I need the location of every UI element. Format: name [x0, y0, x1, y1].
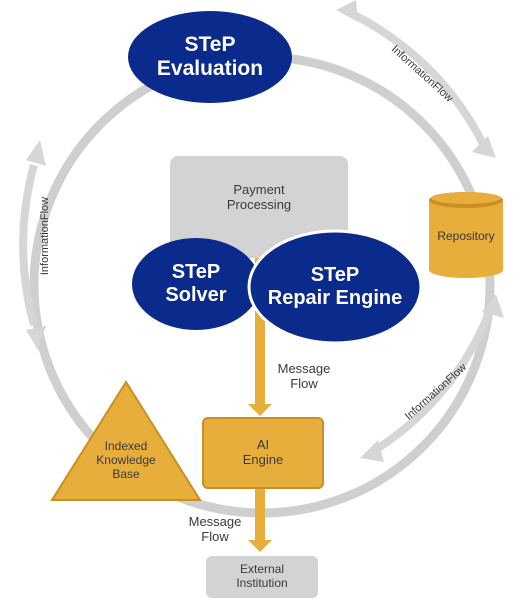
external-institution-label: External Institution — [206, 558, 318, 596]
info-flow-arrow-top-right — [346, 8, 489, 150]
message-flow-shaft-1 — [255, 258, 265, 406]
step-evaluation-label: STeP Evaluation — [128, 20, 292, 94]
step-repair-engine-line1: STeP — [310, 264, 360, 286]
step-solver-line1: STeP — [171, 261, 221, 283]
step-solver-label: STeP Solver — [132, 254, 260, 314]
ai-engine-box — [202, 417, 324, 489]
step-repair-engine-label: STeP Repair Engine — [252, 256, 418, 318]
ai-engine-label: AI Engine — [203, 428, 323, 478]
external-institution-line1: External — [239, 562, 285, 577]
message-flow-1-line1: Message — [277, 361, 331, 377]
step-evaluation-line2: Evaluation — [156, 57, 264, 80]
repository-label: Repository — [437, 229, 495, 244]
info-flow-arrowhead-br-1 — [482, 294, 504, 318]
knowledge-base-line2: Knowledge — [96, 453, 156, 468]
info-flow-arrow-left — [19, 163, 38, 327]
external-institution-box — [206, 556, 318, 598]
info-flow-arrowhead-left-2 — [26, 326, 46, 350]
message-flow-head-2 — [248, 540, 272, 552]
knowledge-base-line3: Base — [112, 466, 140, 481]
step-repair-engine-line2: Repair Engine — [267, 287, 403, 309]
message-flow-label-1: Message Flow — [266, 358, 342, 396]
message-flow-2-line1: Message — [188, 514, 242, 530]
payment-processing-box — [170, 156, 348, 258]
payment-processing-label: Payment Processing — [170, 176, 348, 220]
info-flow-arrowhead-br-2 — [360, 440, 384, 462]
step-repair-engine-ellipse — [247, 229, 423, 345]
repository-cylinder — [429, 192, 503, 278]
step-evaluation-line1: STeP — [184, 32, 236, 56]
external-institution-line2: Institution — [236, 576, 288, 590]
message-flow-label-2: Message Flow — [176, 512, 254, 548]
ai-engine-line2: Engine — [242, 452, 284, 467]
payment-processing-line1: Payment — [233, 182, 285, 198]
info-flow-arrowhead-left-1 — [26, 140, 46, 166]
message-flow-head-1 — [248, 404, 272, 416]
ai-engine-line1: AI — [256, 437, 270, 453]
step-solver-line2: Solver — [165, 284, 227, 306]
message-flow-2-line2: Flow — [201, 529, 229, 544]
payment-processing-line2: Processing — [226, 197, 292, 212]
info-flow-arrowhead-tr-2 — [472, 136, 496, 158]
step-evaluation-ellipse — [128, 11, 292, 103]
knowledge-base-triangle — [50, 380, 202, 501]
message-flow-1-line2: Flow — [290, 376, 318, 391]
knowledge-base-label: Indexed Knowledge Base — [84, 432, 168, 490]
info-flow-arrowhead-tr-1 — [336, 0, 358, 22]
message-flow-shaft-2 — [255, 488, 265, 542]
info-flow-arrow-bottom-right — [369, 303, 496, 456]
step-solver-ellipse — [132, 238, 260, 330]
info-flow-label-left: InformationFlow — [38, 196, 51, 276]
knowledge-base-line1: Indexed — [104, 439, 148, 454]
